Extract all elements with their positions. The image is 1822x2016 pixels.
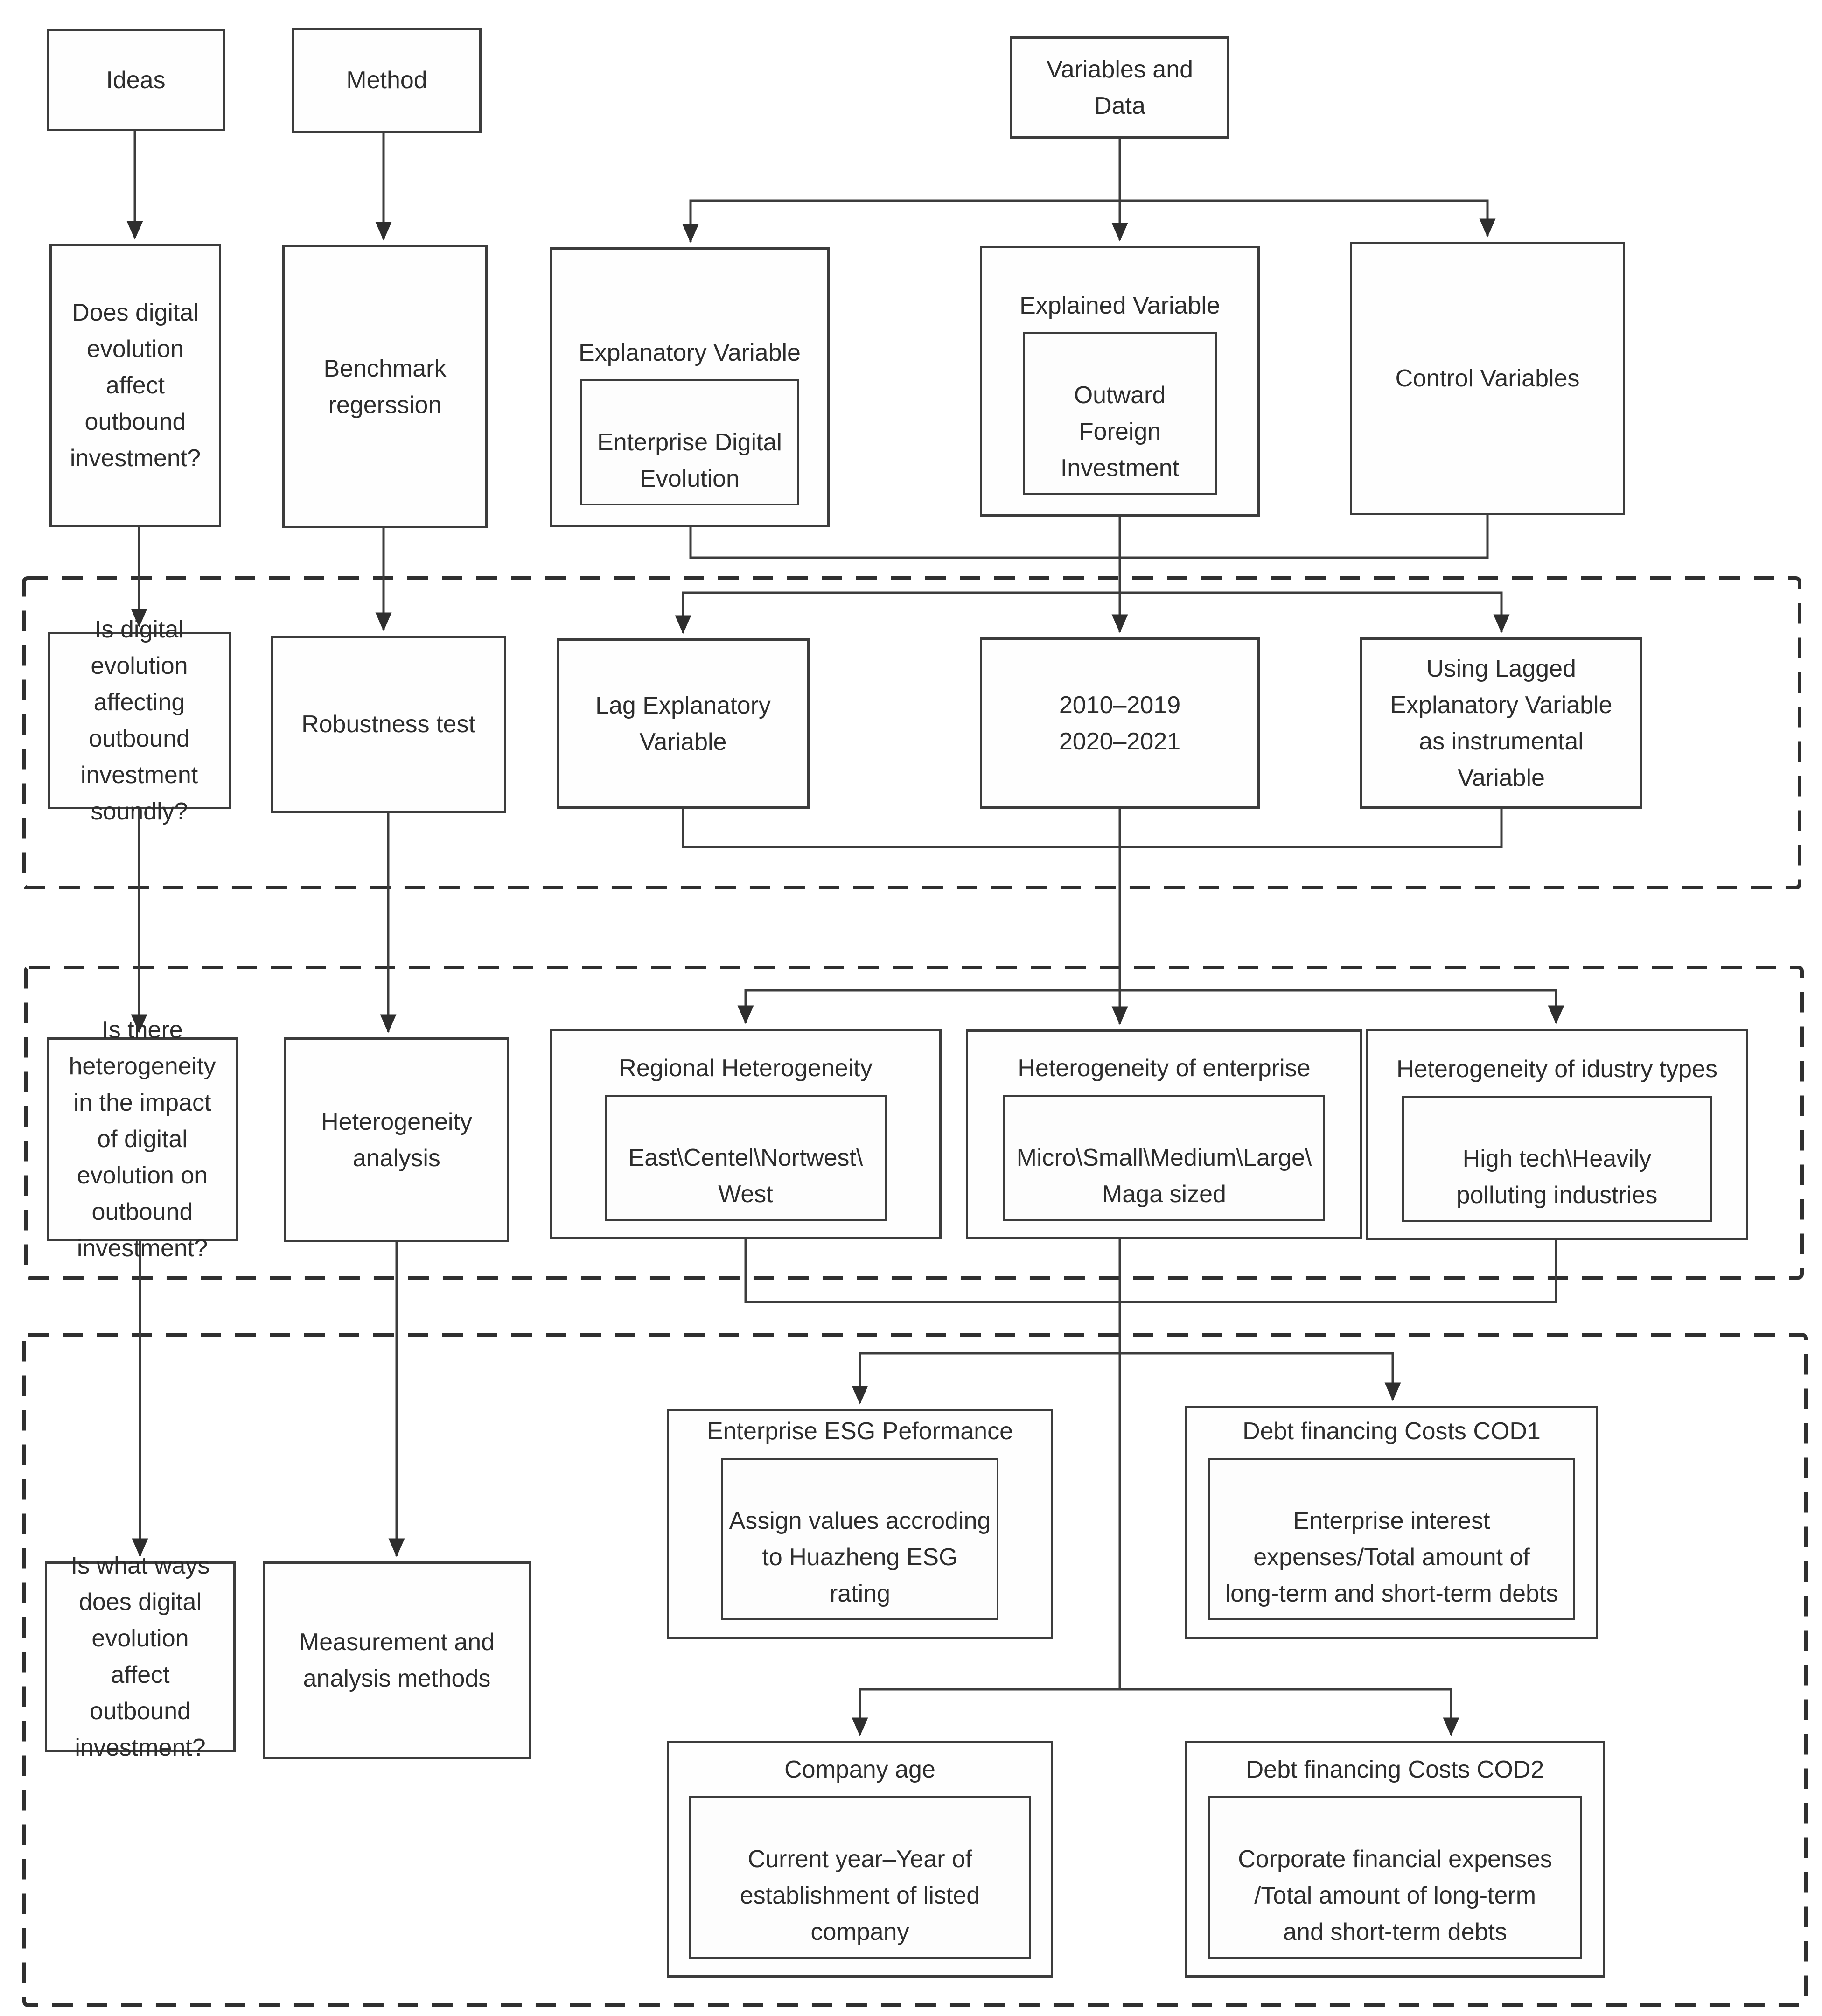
node-question-2: Is digital evolution affecting outbound …: [48, 616, 231, 825]
regional-title: Regional Heterogeneity: [619, 1055, 873, 1082]
node-company-age: Company age Current year–Year of establi…: [667, 1741, 1053, 1978]
industry-value-box: High tech\Heavily polluting industries: [1402, 1096, 1712, 1222]
node-sample-years: 2010–2019 2020–2021: [980, 637, 1260, 809]
node-debt-cost-cod1: Debt financing Costs COD1 Enterprise int…: [1185, 1406, 1598, 1639]
company-age-value-box: Current year–Year of establishment of li…: [689, 1796, 1031, 1959]
explanatory-title: Explanatory Variable: [579, 339, 801, 366]
explanatory-value-box: Enterprise Digital Evolution: [580, 379, 799, 505]
method-label: Method: [346, 67, 427, 94]
node-measurement-methods: Measurement and analysis methods: [263, 1561, 531, 1759]
heterogeneity-analysis-label: Heterogeneity analysis: [321, 1108, 472, 1172]
node-robustness-test: Robustness test: [271, 636, 506, 813]
node-heterogeneity-analysis: Heterogeneity analysis: [284, 1037, 509, 1242]
node-regional-heterogeneity: Regional Heterogeneity East\Centel\Nortw…: [550, 1029, 942, 1239]
lag-explanatory-label: Lag Explanatory Variable: [595, 692, 771, 756]
cod2-value-box: Corporate financial expenses /Total amou…: [1208, 1796, 1582, 1959]
question-1-label: Does digital evolution affect outbound i…: [70, 299, 201, 472]
node-ideas: Ideas: [47, 29, 225, 131]
node-question-4: Is what ways does digital evolution affe…: [45, 1552, 236, 1761]
node-variables-data: Variables and Data: [1010, 36, 1229, 139]
dashed-region-heterogeneity: [24, 966, 1804, 1280]
node-control-variables: Control Variables: [1350, 242, 1625, 515]
esg-value-box: Assign values accroding to Huazheng ESG …: [721, 1458, 999, 1620]
company-age-title: Company age: [784, 1756, 935, 1783]
enterprise-size-title: Heterogeneity of enterprise: [1018, 1055, 1311, 1082]
node-method: Method: [292, 28, 482, 133]
cod1-value: Enterprise interest expenses/Total amoun…: [1225, 1507, 1558, 1607]
explained-value-box: Outward Foreign Investment: [1022, 332, 1217, 495]
sample-years-label: 2010–2019 2020–2021: [1059, 691, 1181, 755]
industry-value: High tech\Heavily polluting industries: [1456, 1145, 1658, 1209]
company-age-value: Current year–Year of establishment of li…: [740, 1846, 980, 1946]
cod2-title: Debt financing Costs COD2: [1246, 1756, 1544, 1783]
question-4-label: Is what ways does digital evolution affe…: [70, 1552, 210, 1761]
industry-title: Heterogeneity of idustry types: [1396, 1056, 1717, 1083]
dashed-region-robustness: [22, 576, 1801, 889]
robustness-label: Robustness test: [301, 711, 475, 738]
measurement-label: Measurement and analysis methods: [299, 1628, 495, 1692]
benchmark-label: Benchmark regerssion: [323, 355, 447, 419]
cod2-value: Corporate financial expenses /Total amou…: [1238, 1846, 1552, 1946]
node-question-1: Does digital evolution affect outbound i…: [49, 244, 221, 527]
node-esg-performance: Enterprise ESG Peformance Assign values …: [667, 1409, 1053, 1639]
regional-value-box: East\Centel\Nortwest\ West: [605, 1095, 887, 1221]
ideas-label: Ideas: [106, 66, 166, 94]
variables-data-label: Variables and Data: [1046, 56, 1194, 119]
enterprise-size-value-box: Micro\Small\Medium\Large\ Maga sized: [1003, 1095, 1325, 1221]
esg-value: Assign values accroding to Huazheng ESG …: [729, 1507, 991, 1607]
regional-value: East\Centel\Nortwest\ West: [628, 1144, 863, 1208]
explained-title: Explained Variable: [1019, 292, 1220, 319]
node-instrumental-variable: Using Lagged Explanatory Variable as ins…: [1360, 637, 1642, 809]
question-2-label: Is digital evolution affecting outbound …: [80, 616, 198, 825]
node-benchmark-regression: Benchmark regerssion: [282, 245, 488, 528]
instrumental-variable-label: Using Lagged Explanatory Variable as ins…: [1390, 655, 1613, 791]
node-explanatory-variable: Explanatory Variable Enterprise Digital …: [550, 247, 830, 527]
node-explained-variable: Explained Variable Outward Foreign Inves…: [980, 246, 1260, 517]
esg-title: Enterprise ESG Peformance: [706, 1418, 1013, 1445]
node-debt-cost-cod2: Debt financing Costs COD2 Corporate fina…: [1185, 1741, 1605, 1978]
question-3-label: Is there heterogeneity in the impact of …: [69, 1016, 216, 1262]
control-variables-label: Control Variables: [1395, 365, 1580, 392]
node-question-3: Is there heterogeneity in the impact of …: [47, 1016, 238, 1262]
dashed-region-mechanism: [22, 1333, 1808, 2007]
node-lag-explanatory: Lag Explanatory Variable: [557, 638, 810, 809]
cod1-title: Debt financing Costs COD1: [1243, 1418, 1541, 1445]
cod1-value-box: Enterprise interest expenses/Total amoun…: [1208, 1458, 1575, 1620]
node-industry-heterogeneity: Heterogeneity of idustry types High tech…: [1366, 1029, 1748, 1240]
explanatory-value: Enterprise Digital Evolution: [597, 429, 782, 492]
explained-value: Outward Foreign Investment: [1060, 382, 1180, 482]
node-enterprise-size-heterogeneity: Heterogeneity of enterprise Micro\Small\…: [966, 1029, 1362, 1239]
enterprise-size-value: Micro\Small\Medium\Large\ Maga sized: [1016, 1144, 1312, 1208]
